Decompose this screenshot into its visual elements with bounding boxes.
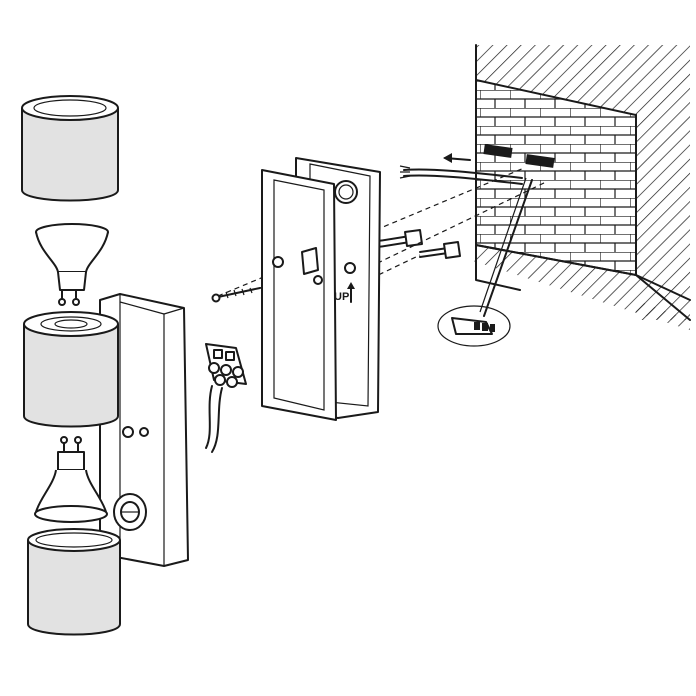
upper-bulb: [35, 223, 109, 306]
lower-bulb: [34, 436, 108, 523]
bolt-lower: [419, 241, 461, 259]
wall-plug-1: [483, 144, 513, 158]
lower-housing: [23, 311, 119, 428]
mounting-bracket: [261, 157, 381, 421]
up-marking: UP: [334, 282, 355, 303]
terminal-block: [205, 343, 247, 453]
drill-callout: [437, 305, 511, 347]
up-label: UP: [334, 291, 349, 303]
bracket-hole-right: [344, 262, 356, 274]
body-screw: [122, 426, 134, 438]
wall-plug-2: [525, 154, 555, 168]
upper-cover: [21, 95, 119, 202]
drill-bit: [479, 177, 533, 317]
mains-cable: [399, 165, 523, 185]
screw-upper: [211, 287, 261, 303]
brick-face: [475, 78, 637, 277]
lower-cover: [27, 528, 121, 636]
bracket-cable-hole: [334, 180, 358, 204]
brick-wall: [470, 44, 691, 330]
motion-sensor: [113, 493, 147, 531]
bracket-hole-left: [272, 256, 284, 268]
cable-direction-arrow: [443, 153, 471, 163]
